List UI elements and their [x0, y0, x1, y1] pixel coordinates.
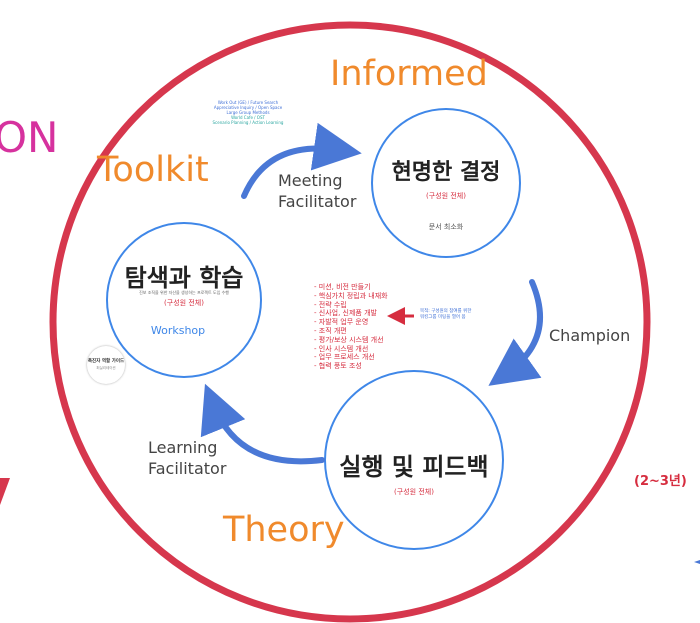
outer-cycle-circle: [49, 21, 651, 623]
arrow-note: 목적: 구성원의 참여를 위한 워킹그룹 미팅을 열어 봄: [420, 309, 472, 320]
champion-label: Champion: [549, 326, 631, 345]
task-item: - 핵심가치 정립과 내재화: [314, 291, 388, 300]
decision-circle: [371, 108, 521, 258]
left-red-triangle: [0, 478, 10, 505]
decision-subtitle: (구성원 전체): [426, 192, 466, 200]
workshop-label: Workshop: [150, 324, 206, 337]
explore-title: 탐색과 학습: [124, 264, 244, 292]
task-item: - 신사업, 신제품 개발: [314, 309, 377, 318]
meeting-facilitator-label: Meeting Facilitator: [278, 171, 357, 211]
arrow-execute-to-explore: [200, 383, 325, 465]
decision-title: 현명한 결정: [391, 160, 501, 185]
period-label: (2~3년): [634, 474, 687, 489]
explore-circle: [106, 222, 262, 378]
explore-subtitle: (구성원 전체): [164, 299, 204, 307]
book-thumbnail: 촉진자 역할 가이드 퍼실리테이션: [87, 346, 125, 384]
left-top-fragment: ON: [0, 113, 59, 162]
method-notes: Work Out (GE) / Future Search Appreciati…: [212, 100, 284, 125]
informed-label: Informed: [330, 54, 488, 94]
task-item: - 평가/보상 시스템 개선: [314, 335, 384, 344]
explore-small-text: 진보 조직을 위한 자산을 생성하는 프로젝트 도입 수행: [139, 290, 229, 295]
task-list: - 미션, 비전 만들기 - 핵심가치 정립과 내재화 - 전략 수립 - 신사…: [314, 283, 388, 371]
execute-title: 실행 및 피드백: [339, 453, 489, 481]
task-item: - 업무 프로세스 개선: [314, 353, 375, 362]
learning-facilitator-label: Learning Facilitator: [148, 438, 227, 478]
task-item: - 협력 풍토 조성: [314, 362, 362, 371]
task-item: - 미션, 비전 만들기: [314, 283, 371, 291]
arrow-toolkit-to-decision: [241, 122, 362, 199]
arrow-decision-to-execute: [488, 279, 543, 386]
right-edge-mark: [694, 560, 700, 564]
task-item: - 자발적 업무 운영: [314, 318, 369, 327]
task-item: - 조직 개편: [314, 326, 347, 335]
theory-label: Theory: [223, 510, 345, 550]
decision-note: 문서 최소화: [428, 223, 464, 231]
task-item: - 전략 수립: [314, 300, 347, 309]
toolkit-label: Toolkit: [97, 150, 209, 190]
task-item: - 인사 시스템 개선: [314, 344, 369, 353]
execute-subtitle: (구성원 전체): [394, 488, 434, 496]
